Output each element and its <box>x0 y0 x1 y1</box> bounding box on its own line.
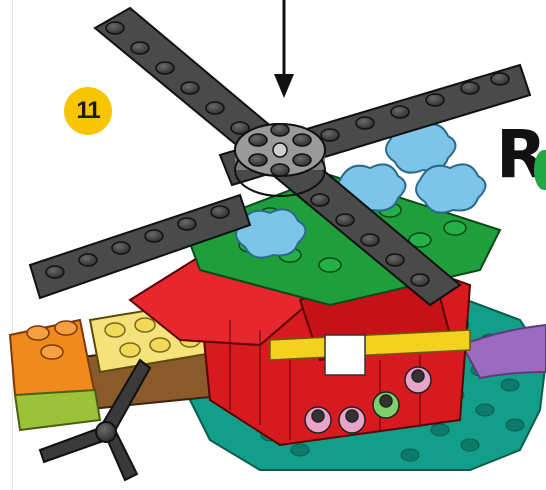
arrow-down-icon <box>274 0 294 98</box>
blue-flower-pieces <box>235 123 487 259</box>
purple-curve-piece <box>460 323 546 380</box>
main-rotor <box>28 6 532 307</box>
step-number: 11 <box>76 97 100 124</box>
step-number-badge: 11 <box>64 87 112 135</box>
flower-studs <box>304 366 432 434</box>
page-margin-line <box>12 0 13 490</box>
tail-propeller-icon <box>38 358 152 482</box>
title-green-letter-fragment <box>534 150 546 190</box>
